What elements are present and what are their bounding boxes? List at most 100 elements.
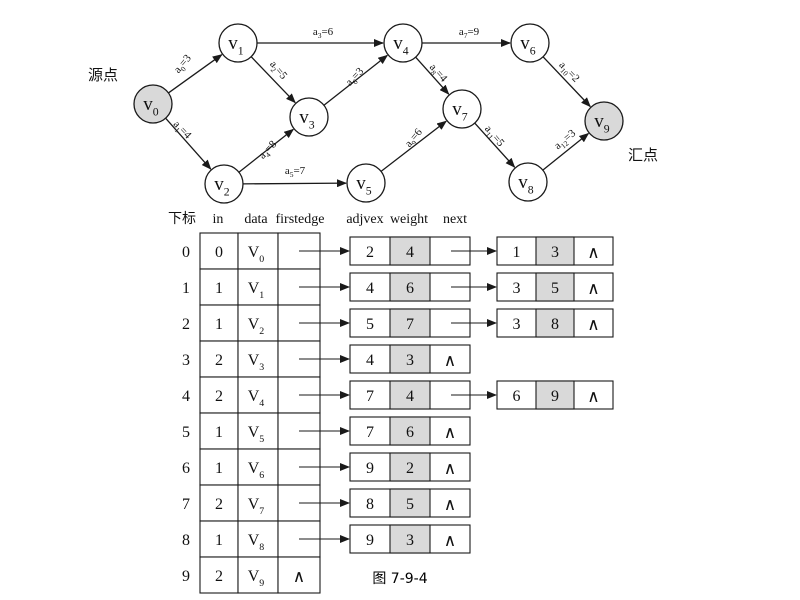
next-null: ∧ [444, 351, 456, 370]
edge-label-subscript: 7 [464, 31, 468, 40]
vertex-node [289, 97, 329, 137]
column-header: data [244, 212, 268, 227]
vertex-data: V8 [248, 532, 265, 553]
firstedge-null: ∧ [293, 567, 305, 586]
vertex-label-subscript: 4 [403, 45, 409, 58]
adjvex-value: 1 [513, 244, 521, 261]
weight-value: 4 [406, 244, 414, 261]
edge-label-subscript: 2 [269, 65, 278, 74]
in-degree-value: 0 [215, 244, 223, 261]
edge-arrow [242, 179, 348, 188]
row-index: 7 [182, 496, 190, 513]
vertex-data-subscript: 2 [259, 326, 264, 337]
aoe-graph: a0=3a1=4a3=6a2=5a4=8a5=7a6=3a7=9a8=4a9=6… [88, 23, 658, 204]
vertex-data-base: V [248, 388, 260, 405]
vertex-label: v7 [452, 99, 468, 124]
edge-label: a0=3 [172, 52, 196, 77]
edge-label-name: a [171, 118, 183, 130]
adjvex-value: 4 [366, 352, 374, 369]
vertex-label-subscript: 7 [462, 111, 468, 124]
source-label: 源点 [88, 66, 118, 84]
vertex-label: v8 [518, 172, 534, 197]
vertex-cell [237, 520, 279, 558]
vertex-cell [199, 304, 239, 342]
adjvex-value: 7 [366, 424, 374, 441]
edge-label-name: a [267, 58, 279, 70]
vertex-data-base: V [248, 496, 260, 513]
adjvex-value: 7 [366, 388, 374, 405]
vertex-cell [237, 232, 279, 270]
weight-cell [535, 236, 575, 266]
column-header: adjvex [346, 212, 383, 227]
edge-label-name: a [403, 138, 415, 150]
vertex-data: V4 [248, 388, 265, 409]
vertex-label: v9 [594, 111, 610, 136]
vertex-label-subscript: 5 [366, 185, 372, 198]
edge-label-name: a [482, 123, 494, 135]
vertex-label-base: v [518, 172, 528, 193]
edge-arrow [168, 54, 223, 94]
edge-label-name: a [313, 26, 318, 38]
vertex-label-subscript: 1 [238, 45, 244, 58]
weight-cell [389, 272, 431, 302]
vertex-data-base: V [248, 568, 260, 585]
next-null: ∧ [444, 459, 456, 478]
edge-label-name: a [427, 61, 439, 73]
vertex-data-base: V [248, 244, 260, 261]
adjvex-value: 3 [513, 280, 521, 297]
edge-label: a6=3 [343, 65, 368, 90]
edge-label-weight: 9 [474, 26, 480, 38]
vertex-label: v0 [143, 94, 159, 119]
in-degree-value: 1 [215, 424, 223, 441]
edge-label: a11=5 [481, 123, 507, 151]
vertex-data-subscript: 8 [259, 542, 264, 553]
edge-label-name: a [556, 59, 568, 71]
edge-arrow [542, 56, 591, 108]
vertex-data-base: V [248, 352, 260, 369]
weight-value: 7 [406, 316, 414, 333]
vertex-data-subscript: 1 [259, 290, 264, 301]
vertex-label: v5 [356, 173, 372, 198]
vertex-label-base: v [393, 33, 403, 54]
vertex-label-base: v [356, 173, 366, 194]
vertex-cell [237, 304, 279, 342]
row-index: 4 [182, 388, 190, 405]
edge-label-name: a [343, 76, 355, 88]
weight-cell [389, 416, 431, 446]
edge-label: a5=7 [285, 165, 306, 179]
edge-label-subscript: 0 [179, 64, 188, 73]
vertex-data: V2 [248, 316, 265, 337]
edge-label-weight: 6 [328, 26, 334, 38]
weight-cell [389, 524, 431, 554]
in-degree-value: 2 [215, 496, 223, 513]
row-index: 2 [182, 316, 190, 333]
edge-label: a3=6 [313, 26, 334, 40]
edge-label-subscript: 11 [484, 130, 496, 142]
vertex-label-base: v [143, 94, 153, 115]
vertex-cell [237, 448, 279, 486]
in-degree-value: 2 [215, 388, 223, 405]
edge-label-name: a [285, 165, 290, 177]
edge-label-subscript: 10 [558, 66, 570, 78]
edge-label-subscript: 12 [559, 139, 571, 151]
row-index: 1 [182, 280, 190, 297]
vertex-data-subscript: 9 [259, 578, 264, 589]
weight-cell [389, 452, 431, 482]
in-degree-value: 2 [215, 352, 223, 369]
in-degree-value: 1 [215, 316, 223, 333]
vertex-label: v3 [299, 107, 315, 132]
vertex-label-base: v [520, 33, 530, 54]
vertex-data: V5 [248, 424, 265, 445]
vertex-label-subscript: 9 [604, 123, 610, 136]
weight-value: 3 [406, 352, 414, 369]
weight-cell [535, 380, 575, 410]
edge-arrow [165, 117, 212, 170]
edge-arrow [380, 120, 447, 172]
vertex-label: v1 [228, 33, 244, 58]
edge-label-name: a [552, 140, 564, 152]
vertex-data-subscript: 0 [259, 254, 264, 265]
weight-cell [535, 308, 575, 338]
weight-value: 5 [551, 280, 559, 297]
vertex-cell [237, 268, 279, 306]
